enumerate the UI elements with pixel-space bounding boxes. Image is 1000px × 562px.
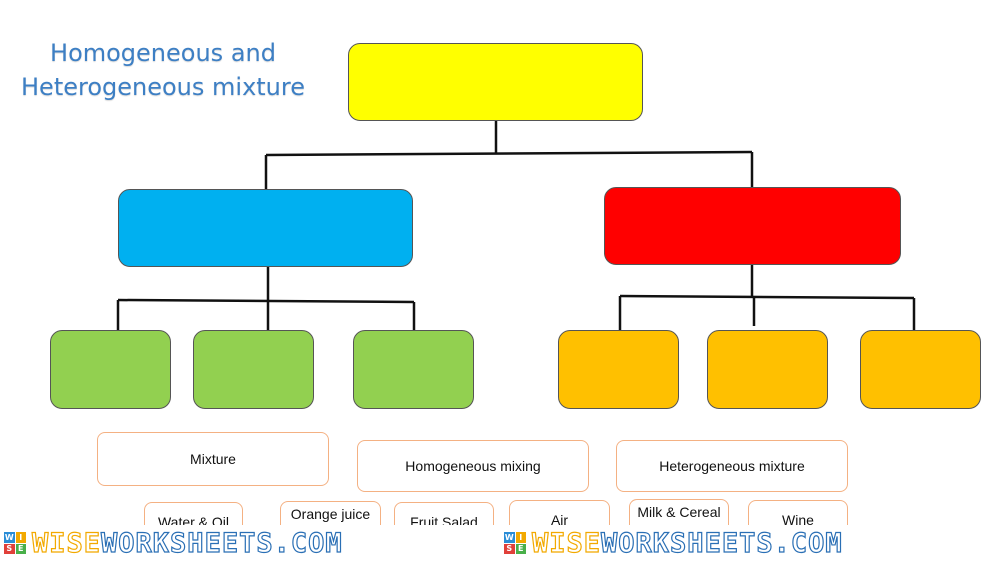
- drop-zone-root[interactable]: [348, 43, 643, 121]
- connector-right-bar: [619, 294, 915, 300]
- chip-mixture[interactable]: Mixture: [97, 432, 329, 486]
- drop-zone-left-leaf-3[interactable]: [353, 330, 474, 409]
- chip-heterogeneous[interactable]: Heterogeneous mixture: [616, 440, 848, 492]
- drop-zone-left-leaf-1[interactable]: [50, 330, 171, 409]
- drop-zone-left-leaf-2[interactable]: [193, 330, 314, 409]
- page-title: Homogeneous and Heterogeneous mixture: [18, 36, 308, 104]
- watermark-2: W I S E WISEWORKSHEETS.COM: [504, 527, 843, 559]
- chip-homogeneous[interactable]: Homogeneous mixing: [357, 440, 589, 492]
- drop-zone-right-leaf-1[interactable]: [558, 330, 679, 409]
- connector-level1-bar: [265, 150, 753, 157]
- connector-left-bar: [117, 298, 415, 304]
- drop-zone-right-leaf-2[interactable]: [707, 330, 828, 409]
- watermark-text: WISEWORKSHEETS.COM: [531, 527, 843, 559]
- drop-zone-left-branch[interactable]: [118, 189, 413, 267]
- watermark-band: [0, 525, 1000, 562]
- drop-zone-right-leaf-3[interactable]: [860, 330, 981, 409]
- watermark-text: WISEWORKSHEETS.COM: [31, 527, 343, 559]
- watermark-logo-icon: W I S E: [4, 532, 26, 554]
- drop-zone-right-branch[interactable]: [604, 187, 901, 265]
- title-line-2: Heterogeneous mixture: [21, 73, 305, 101]
- watermark-logo-icon: W I S E: [504, 532, 526, 554]
- watermark-1: W I S E WISEWORKSHEETS.COM: [4, 527, 343, 559]
- title-line-1: Homogeneous and: [50, 39, 276, 67]
